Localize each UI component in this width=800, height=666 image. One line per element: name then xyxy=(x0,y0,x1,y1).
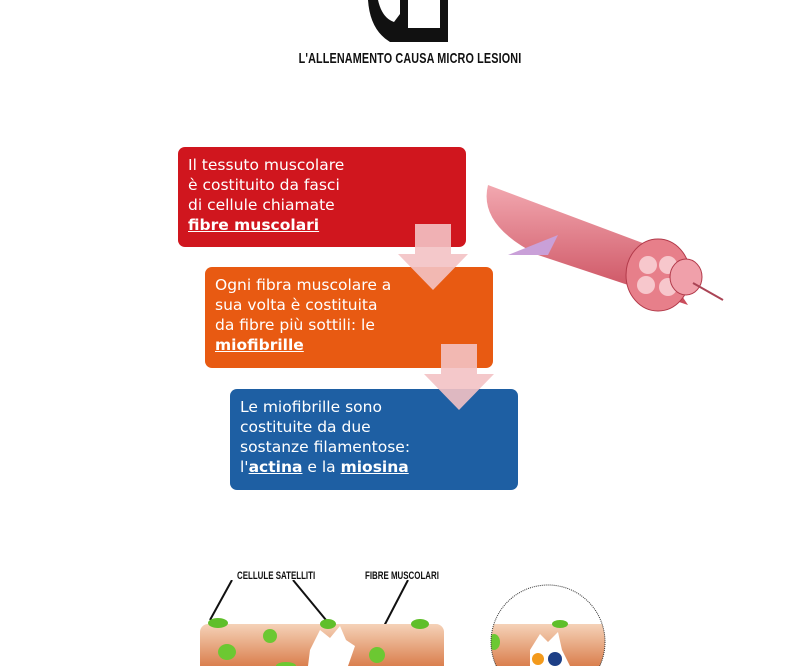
step-keyword: miofibrille xyxy=(215,336,304,354)
step-text: Ogni fibra muscolare a xyxy=(215,276,392,294)
arrow-down-icon xyxy=(398,224,468,290)
step-keyword: fibre muscolari xyxy=(188,216,320,234)
step-text: è costituito da fasci xyxy=(188,176,340,194)
step-text: Le miofibrille sono xyxy=(240,398,382,416)
step-myofibrils: Le miofibrille sono costituite da due so… xyxy=(230,389,518,490)
step-keyword: miosina xyxy=(340,458,409,476)
damaged-fiber-illustration xyxy=(200,580,606,666)
page-title: L'ALLENAMENTO CAUSA MICRO LESIONI xyxy=(298,50,522,67)
label-muscle-fibers: FIBRE MUSCOLARI xyxy=(365,570,439,582)
step-muscle-tissue: Il tessuto muscolare è costituito da fas… xyxy=(178,147,466,247)
step-text: di cellule chiamate xyxy=(188,196,335,214)
step-text: costituite da due xyxy=(240,418,371,436)
arrow-down-icon xyxy=(424,344,494,410)
logo-icon xyxy=(368,0,448,42)
step-text: Il tessuto muscolare xyxy=(188,156,345,174)
step-keyword: actina xyxy=(248,458,303,476)
step-text: l' xyxy=(240,458,249,476)
step-text: e la xyxy=(302,458,341,476)
step-text: da fibre più sottili: le xyxy=(215,316,375,334)
step-text: sostanze filamentose: xyxy=(240,438,411,456)
step-text: sua volta è costituita xyxy=(215,296,378,314)
muscle-anatomy-illustration xyxy=(486,185,724,312)
label-satellite-cells: CELLULE SATELLITI xyxy=(237,570,316,582)
